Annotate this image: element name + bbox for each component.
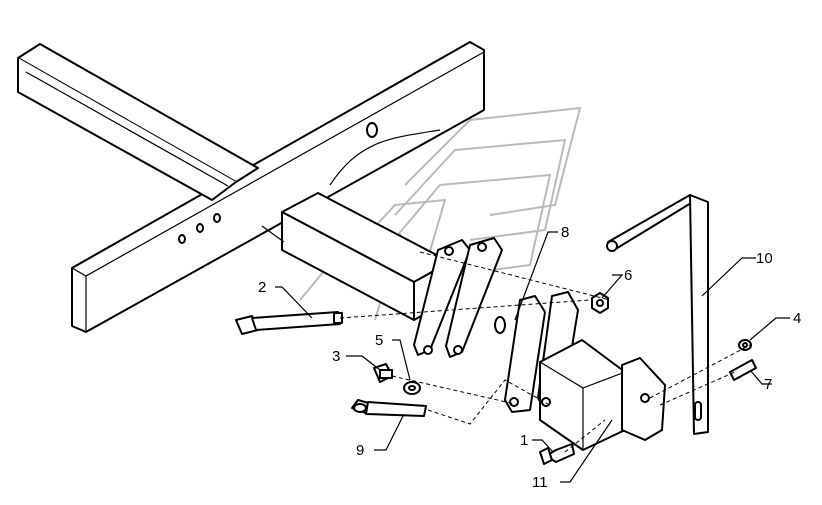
frame-crossbeam <box>71 41 485 333</box>
callout-labels: 1 2 3 4 5 6 7 8 9 10 11 <box>258 224 801 491</box>
callout-label-2: 2 <box>258 279 266 296</box>
assembly-lines <box>339 251 751 453</box>
hitch-pin <box>351 399 427 417</box>
leader-lines <box>275 231 790 483</box>
callout-label-8: 8 <box>561 224 569 241</box>
callout-label-5: 5 <box>375 332 383 349</box>
hitch-clevis <box>504 291 666 451</box>
clevis-bolt <box>539 443 575 465</box>
callout-label-4: 4 <box>793 310 801 327</box>
frame-longitudinal-member <box>17 43 259 201</box>
callout-label-7: 7 <box>764 376 772 393</box>
callout-label-3: 3 <box>332 348 340 365</box>
callout-label-10: 10 <box>756 250 773 267</box>
ring-clip <box>494 316 506 334</box>
callout-label-9: 9 <box>356 442 364 459</box>
callout-label-1: 1 <box>520 432 528 449</box>
small-washer <box>738 339 752 351</box>
nut <box>591 292 609 314</box>
callout-label-11: 11 <box>532 474 548 491</box>
washer <box>403 381 421 395</box>
spring-pin <box>729 359 757 381</box>
callout-label-6: 6 <box>624 267 632 284</box>
hitch-plate-pair <box>413 237 503 358</box>
long-bolt <box>235 311 343 335</box>
